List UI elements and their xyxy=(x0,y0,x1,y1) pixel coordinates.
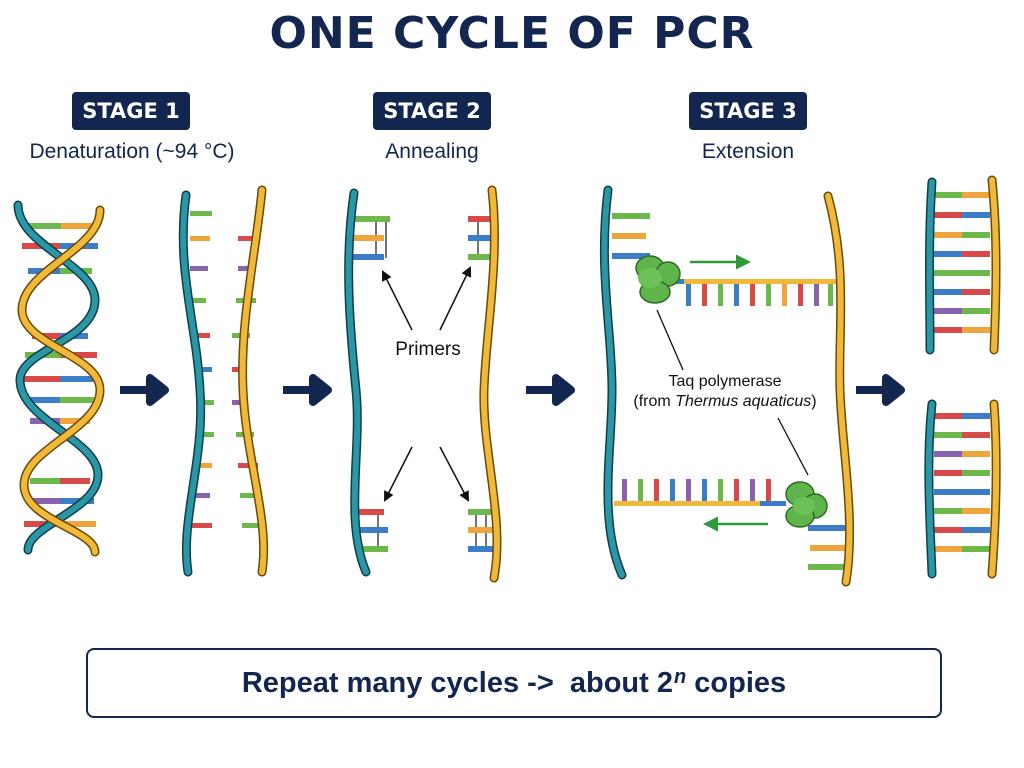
pcr-diagram xyxy=(13,175,1001,587)
arrow-right-icon xyxy=(120,374,169,406)
stage-1-name: Denaturation (~94 °C) xyxy=(29,140,235,163)
dna-copy-bottom xyxy=(924,399,1001,579)
taq-pointer-lines xyxy=(656,309,809,476)
separated-strands xyxy=(178,185,269,577)
taq-polymerase-icon xyxy=(635,255,681,304)
stage-1-badge: STAGE 1 xyxy=(72,92,190,130)
taq-label-prefix: (from xyxy=(633,393,676,410)
footer-superscript: n xyxy=(674,665,687,688)
teal-strand-bases xyxy=(186,211,214,528)
dna-copy-top xyxy=(925,175,1001,355)
taq-polymerase-label: Taq polymerase (from Thermus aquaticus) xyxy=(606,372,844,412)
primer-pointer-arrows xyxy=(382,266,472,502)
stage-2-badge: STAGE 2 xyxy=(373,92,491,130)
arrow-right-icon xyxy=(283,374,332,406)
footer-suffix: copies xyxy=(686,666,787,699)
primers-label: Primers xyxy=(395,339,461,360)
taq-polymerase-icon xyxy=(785,481,828,528)
taq-label-species: Thermus aquaticus xyxy=(675,393,812,410)
primer-top-right xyxy=(468,216,498,260)
arrow-right-icon xyxy=(526,374,575,406)
taq-label-line-1: Taq polymerase xyxy=(668,373,782,390)
extension-strands xyxy=(599,185,855,587)
page-title: ONE CYCLE OF PCR xyxy=(269,8,755,59)
stage-3-badge: STAGE 3 xyxy=(689,92,807,130)
helix-base-pairs xyxy=(22,223,98,527)
top-new-strand xyxy=(612,213,836,306)
bottom-new-strand xyxy=(614,479,846,570)
footer-text: Repeat many cycles -> about 2 xyxy=(241,666,673,699)
primer-bottom-left xyxy=(358,509,388,552)
double-helix xyxy=(13,200,105,557)
taq-label-line-2: (from Thermus aquaticus) xyxy=(606,392,844,412)
annealing-strands xyxy=(344,185,502,583)
arrow-right-icon xyxy=(856,374,905,406)
primer-bottom-right xyxy=(468,509,500,552)
stage-3-name: Extension xyxy=(701,140,795,163)
taq-label-suffix: ) xyxy=(811,393,817,410)
stage-2-name: Annealing xyxy=(385,140,479,163)
primer-top-left xyxy=(350,216,390,260)
